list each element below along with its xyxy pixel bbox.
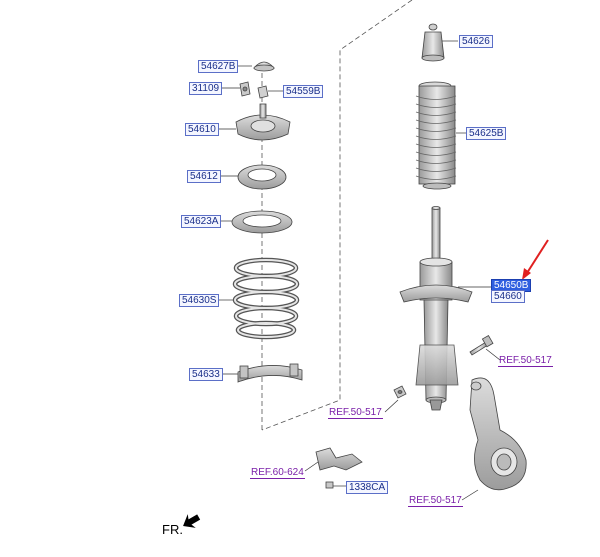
part-label-1338ca[interactable]: 1338CA: [346, 481, 389, 494]
part-label-54559b[interactable]: 54559B: [283, 85, 324, 98]
washer-part: [257, 85, 269, 99]
bolt-part: [469, 334, 494, 356]
part-label-54626[interactable]: 54626: [459, 35, 493, 48]
front-orientation-label: FR.: [162, 522, 183, 537]
ref-link-60-624[interactable]: REF.60-624: [250, 467, 305, 479]
part-label-54627b[interactable]: 54627B: [198, 60, 239, 73]
part-label-54633[interactable]: 54633: [189, 368, 223, 381]
lower-spring-pad-part: [237, 363, 303, 383]
ref-link-50-517-bolt[interactable]: REF.50-517: [498, 355, 553, 367]
pointer-arrow: [522, 239, 549, 280]
bearing-part: [237, 164, 287, 190]
part-label-31109[interactable]: 31109: [189, 82, 223, 95]
small-bolt-part: [325, 481, 334, 489]
front-direction-arrow-icon: [183, 514, 201, 528]
ref-link-50-517-knuckle[interactable]: REF.50-517: [408, 495, 463, 507]
leader-lines: [218, 40, 501, 501]
steering-knuckle-part: [469, 377, 527, 491]
part-label-54623a[interactable]: 54623A: [181, 215, 222, 228]
brake-hose-bracket-part: [315, 447, 363, 471]
part-label-54660[interactable]: 54660: [491, 290, 525, 303]
part-label-54612[interactable]: 54612: [187, 170, 221, 183]
coil-spring-highlight: [234, 259, 298, 338]
strut-assembly-part: [399, 206, 473, 411]
lock-nut-part: [239, 81, 251, 97]
dust-boot-part: [415, 81, 457, 190]
cap-part: [253, 61, 275, 72]
part-label-54630s[interactable]: 54630S: [179, 294, 220, 307]
spring-pad-part: [231, 210, 293, 234]
ref-link-50-517-nut[interactable]: REF.50-517: [328, 407, 383, 419]
part-label-54610[interactable]: 54610: [185, 123, 219, 136]
nut-part: [393, 385, 407, 399]
part-label-54625b[interactable]: 54625B: [466, 127, 507, 140]
strut-mount-part: [235, 103, 291, 141]
bump-stopper-part: [421, 23, 445, 62]
